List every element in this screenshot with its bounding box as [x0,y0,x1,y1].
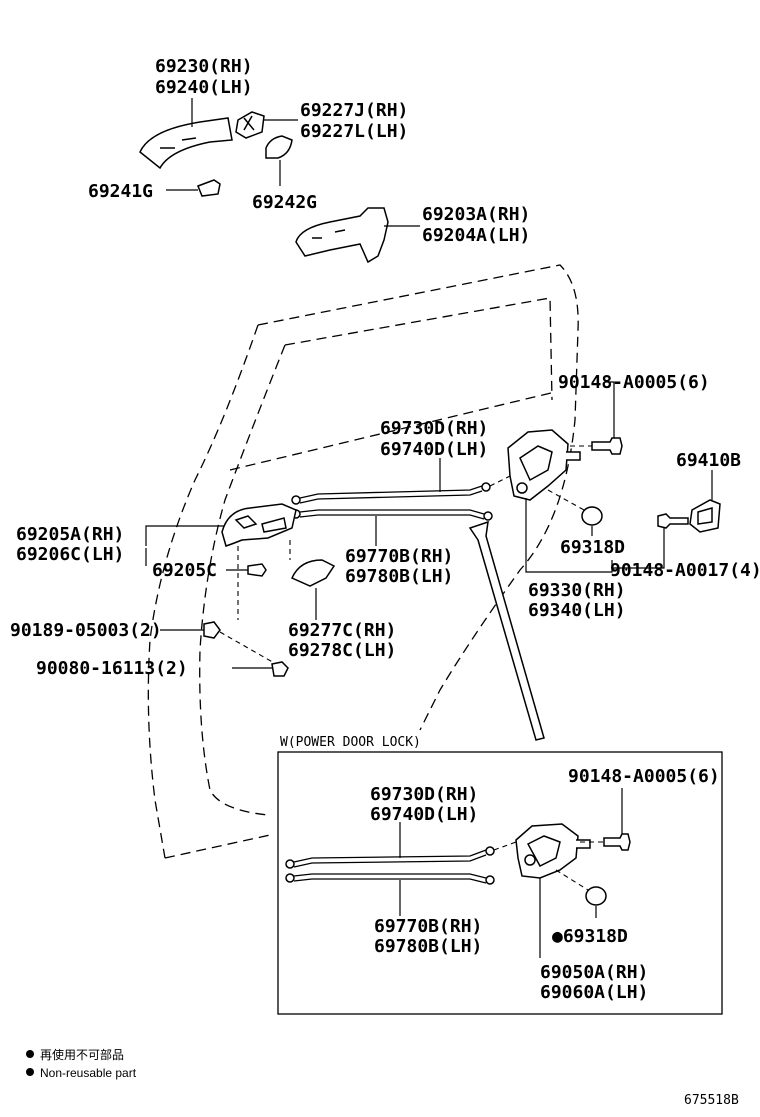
clip-axis [219,631,277,665]
bezel-part [291,559,336,587]
label-inner-handle-rh: 69205A(RH) [16,524,124,545]
label-lock-rh: 69330(RH) [528,580,626,601]
inset-label-lock-rh: 69050A(RH) [540,962,648,983]
handle-frame [295,207,389,264]
label-bezel-lh: 69278C(LH) [288,640,396,661]
cable-upper [291,475,511,505]
inner-handle [221,503,297,547]
label-cable-lower-lh: 69780B(LH) [345,566,453,587]
figure-id: 675518B [684,1093,739,1108]
label-striker: 69410B [676,450,741,471]
outside-handle [139,117,233,170]
legend-english: Non-reusable part [40,1066,137,1080]
label-lock-cover: 69318D [560,537,625,558]
striker [689,499,721,533]
door-lock [507,429,581,501]
legend-chinese: 再使用不可部品 [40,1047,124,1062]
gasket-part [265,135,293,159]
handle-cover [235,111,265,139]
label-pad: 69241G [88,181,153,202]
leader-lock [525,498,613,573]
inset-label-cable-upper-lh: 69740D(LH) [370,804,478,825]
inset-label-cable-upper-rh: 69730D(RH) [370,784,478,805]
legend-bullet-cn [26,1050,34,1058]
label-inner-handle-clip: 69205C [152,560,217,581]
inner-handle-clip [247,563,267,577]
inset-frame [277,751,723,1015]
pad-part [197,179,221,197]
screw-90080 [271,661,289,677]
label-bezel-rh: 69277C(RH) [288,620,396,641]
lock-cover [581,506,603,526]
label-cable-upper-lh: 69740D(LH) [380,439,488,460]
inset-cable-upper [285,841,517,869]
leader-inner-handle [145,525,224,546]
inset-door-lock [515,823,591,879]
inset-title: W(POWER DOOR LOCK) [280,735,421,750]
label-cable-lower-rh: 69770B(RH) [345,546,453,567]
inset-lock-cover-axis [555,869,589,891]
clip-90189 [203,621,221,639]
inset-label-lock-lh: 69060A(LH) [540,982,648,1003]
label-handle-outer-lh: 69240(LH) [155,77,253,98]
inset-label-bolt: 90148-A0005(6) [568,766,720,787]
inset-label-lock-cover: ●69318D [552,926,628,947]
label-lock-lh: 69340(LH) [528,600,626,621]
label-screw: 90080-16113(2) [36,658,188,679]
label-bolt-top: 90148-A0005(6) [558,372,710,393]
legend: 再使用不可部品 Non-reusable part [26,1047,137,1080]
inset-cable-lower [285,873,495,885]
label-handle-outer-rh: 69230(RH) [155,56,253,77]
label-clip: 90189-05003(2) [10,620,162,641]
inset-label-cable-lower-rh: 69770B(RH) [374,916,482,937]
label-inner-handle-lh: 69206C(LH) [16,544,124,565]
leader-striker-screw [612,528,665,569]
label-gasket: 69242G [252,192,317,213]
label-handle-cover-rh: 69227J(RH) [300,100,408,121]
label-frame-rh: 69203A(RH) [422,204,530,225]
inner-handle-axis [237,540,291,620]
cable-lower [291,509,493,521]
inset-arrow [468,520,545,741]
label-handle-cover-lh: 69227L(LH) [300,121,408,142]
label-cable-upper-rh: 69730D(RH) [380,418,488,439]
inset-label-cable-lower-lh: 69780B(LH) [374,936,482,957]
inset-lock-cover [585,886,607,906]
door-outline [147,264,579,859]
leader-bolt [604,381,615,438]
lock-bolt [591,437,623,455]
label-frame-lh: 69204A(LH) [422,225,530,246]
legend-bullet-en [26,1068,34,1076]
lock-cover-axis [547,489,585,511]
label-striker-screw: 90148-A0017(4) [610,560,760,581]
inset-bolt [603,833,631,851]
striker-screw [657,513,689,529]
